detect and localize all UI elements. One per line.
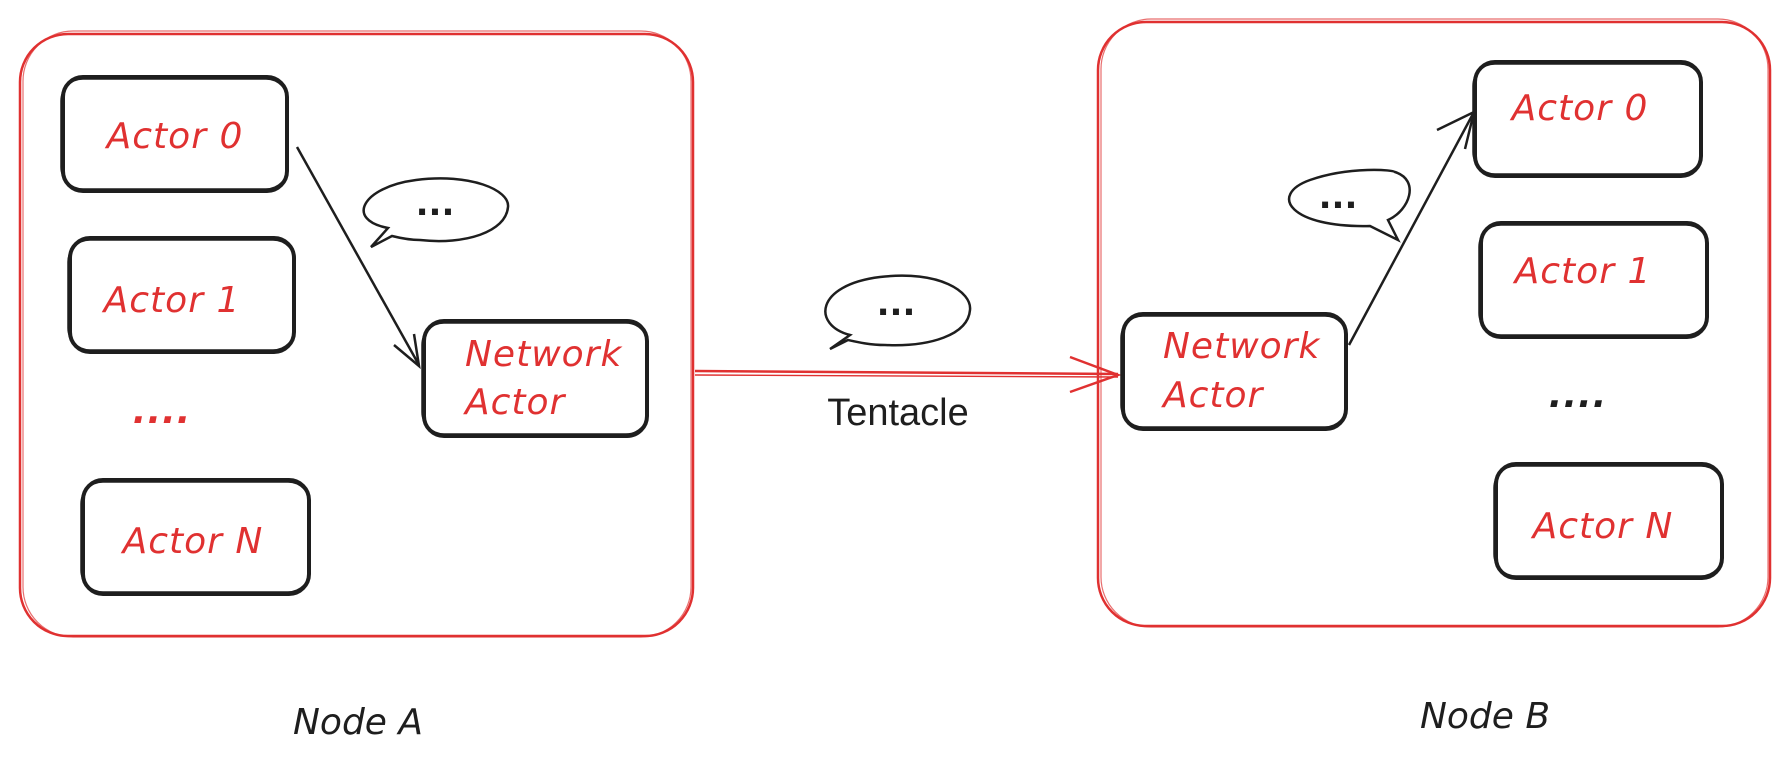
node-a: Actor 0 Actor 1 .... Actor N Network Act… [18, 30, 695, 743]
node-b-actor-0-box [1473, 60, 1703, 178]
node-a-internal-arrow-line [295, 146, 421, 366]
node-a-network-actor-box [422, 319, 649, 438]
node-a-actor-1-label: Actor 1 [102, 280, 241, 321]
node-a-network-actor[interactable]: Network Actor [421, 319, 649, 438]
node-a-frame-sketch [22, 30, 692, 638]
node-b-internal-arrow [1347, 109, 1476, 346]
tentacle-arrow-line-sketch [694, 374, 1119, 378]
node-a-ellipsis: .... [133, 391, 192, 432]
node-a-message-bubble-text: ... [416, 184, 455, 224]
node-a-actor-n-box-sketch [80, 481, 311, 593]
node-b-actor-n[interactable]: Actor N [1493, 462, 1724, 580]
tentacle-message-bubble-shape [824, 274, 972, 351]
node-b-network-actor[interactable]: Network Actor [1120, 312, 1348, 431]
node-a-internal-arrow [295, 146, 421, 370]
node-b-message-bubble: ... [1287, 168, 1411, 243]
node-a-network-actor-box-sketch [421, 322, 649, 435]
tentacle-label: Tentacle [827, 392, 969, 434]
node-a-actor-0-box [61, 75, 289, 193]
node-a-actor-1-box-sketch [67, 239, 296, 351]
node-b-actor-n-box-sketch [1493, 465, 1724, 577]
node-a-actor-1-box [68, 236, 296, 354]
node-a-frame [18, 32, 695, 638]
node-b-frame [1096, 20, 1772, 628]
node-b-actor-1[interactable]: Actor 1 [1478, 221, 1709, 339]
node-b-frame-sketch [1100, 18, 1769, 628]
node-b-message-bubble-text: ... [1319, 177, 1358, 217]
node-a-actor-n-box [81, 478, 311, 596]
tentacle-arrow-line [694, 369, 1119, 376]
node-a-message-bubble-shape [362, 177, 510, 249]
node-b-message-bubble-shape [1287, 168, 1411, 243]
node-b-internal-arrow-line [1347, 111, 1476, 346]
node-b-ellipsis: .... [1549, 375, 1608, 416]
node-b-actor-0-label: Actor 0 [1510, 88, 1649, 129]
node-b-actor-n-box [1494, 462, 1724, 580]
node-b-internal-arrow-head [1436, 109, 1476, 150]
node-a-internal-arrow-head [393, 333, 421, 370]
node-a-network-actor-label-line2: Actor [463, 382, 567, 423]
node-b-actor-1-box [1479, 221, 1709, 339]
node-a-network-actor-label-line1: Network [465, 334, 623, 375]
node-a-actor-n[interactable]: Actor N [80, 478, 311, 596]
node-a-actor-1[interactable]: Actor 1 [67, 236, 296, 354]
node-a-message-bubble: ... [362, 177, 510, 249]
node-b-label: Node B [1420, 696, 1550, 737]
node-b-network-actor-label-line1: Network [1163, 326, 1321, 367]
node-b-actor-1-box-sketch [1478, 224, 1709, 336]
tentacle-arrow-head [1069, 355, 1122, 394]
node-a-actor-0[interactable]: Actor 0 [60, 75, 289, 193]
node-b: Actor 0 Actor 1 .... Actor N Network Act… [1096, 18, 1772, 737]
node-b-actor-1-label: Actor 1 [1513, 251, 1652, 292]
node-b-actor-0[interactable]: Actor 0 [1472, 60, 1703, 178]
tentacle-link: ... Tentacle [694, 274, 1122, 434]
node-b-actor-n-label: Actor N [1531, 506, 1674, 547]
tentacle-message-bubble-text: ... [877, 284, 916, 324]
tentacle-message-bubble: ... [824, 274, 972, 351]
node-b-network-actor-box-sketch [1120, 315, 1348, 428]
node-b-network-actor-box [1121, 312, 1348, 431]
node-a-actor-0-label: Actor 0 [105, 116, 244, 157]
node-a-label: Node A [293, 702, 423, 743]
node-a-actor-n-label: Actor N [121, 521, 264, 562]
node-b-network-actor-label-line2: Actor [1161, 375, 1265, 416]
node-a-actor-0-box-sketch [60, 78, 289, 190]
